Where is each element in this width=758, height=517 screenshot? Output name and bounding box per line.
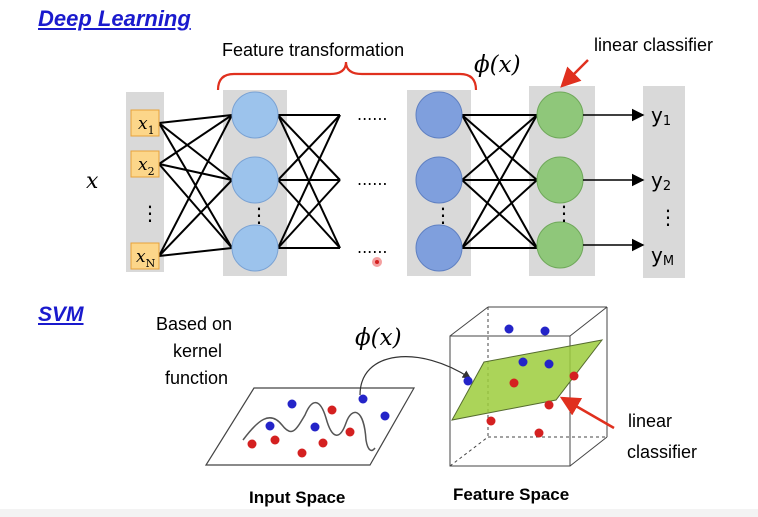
blue-point — [518, 357, 528, 367]
input-box-xN — [130, 242, 160, 270]
input-to-hidden-link — [158, 122, 233, 181]
phi-label-svm: ϕ(x) — [355, 325, 402, 351]
output-label-yM: yM — [651, 243, 674, 269]
input-vertical-ellipsis: ⋮ — [140, 201, 160, 225]
input-to-hidden-link — [158, 163, 233, 249]
input-to-hidden-link — [158, 247, 233, 257]
input-symbol-x: x — [86, 169, 99, 194]
hidden2-node-2 — [415, 156, 463, 204]
input-label-xN: xN — [136, 247, 156, 270]
hidden2-node-3 — [415, 224, 463, 272]
hidden1-node-3 — [231, 224, 279, 272]
input-label-x1: x1 — [138, 114, 155, 137]
hidden1-node-1 — [231, 91, 279, 139]
hidden2-node-1 — [415, 91, 463, 139]
output-node-3 — [536, 221, 584, 269]
hidden2-vertical-ellipsis: ⋮ — [433, 203, 453, 227]
input-space-points — [247, 394, 390, 458]
hidden-to-hidden-link — [277, 114, 341, 181]
hidden-to-output-link — [461, 179, 538, 249]
linear-classifier-label-top: linear classifier — [594, 35, 713, 55]
red-point — [534, 428, 544, 438]
kernel-label-line3: function — [165, 368, 228, 388]
output-vertical-ellipsis: ⋮ — [554, 201, 574, 225]
input-to-hidden-link — [158, 163, 233, 181]
input-to-hidden-link — [158, 179, 233, 257]
hidden1-node-2 — [231, 156, 279, 204]
output-node-2 — [536, 156, 584, 204]
input-space-label: Input Space — [249, 488, 345, 507]
hidden1-vertical-ellipsis: ⋮ — [249, 203, 269, 227]
output-label-y1: y1 — [651, 103, 671, 129]
red-point — [247, 439, 257, 449]
kernel-label-line1: Based on — [156, 314, 232, 334]
blue-point — [463, 376, 473, 386]
feature-space-cube — [449, 306, 608, 467]
output-vertical-ellipsis-labels: ⋮ — [658, 205, 678, 229]
hidden-to-hidden-link — [277, 114, 341, 249]
feature-space-label: Feature Space — [453, 485, 569, 504]
input-box-x2 — [130, 150, 160, 178]
layer-ellipsis-2: ...... — [357, 170, 388, 189]
input-to-hidden-link — [158, 114, 233, 257]
blue-point — [540, 326, 550, 336]
mapping-arrow — [359, 356, 472, 396]
red-point — [509, 378, 519, 388]
blue-point — [380, 411, 390, 421]
hidden-to-hidden-link — [277, 179, 341, 249]
kernel-label-line2: kernel — [173, 341, 222, 361]
linear-classifier-arrow-top — [560, 59, 589, 88]
feature-space-points — [463, 324, 579, 438]
blue-point — [310, 422, 320, 432]
output-node-1 — [536, 91, 584, 139]
blue-point — [287, 399, 297, 409]
linear-classifier-label-svm-2: classifier — [627, 442, 697, 462]
network-connections — [158, 114, 538, 257]
red-point — [544, 400, 554, 410]
red-point — [569, 371, 579, 381]
red-point — [486, 416, 496, 426]
input-box-x1 — [130, 109, 160, 137]
feature-transformation-label: Feature transformation — [222, 40, 404, 60]
linear-classifier-arrow-svm — [559, 396, 615, 430]
red-point — [345, 427, 355, 437]
linear-classifier-label-svm-1: linear — [628, 411, 672, 431]
cursor-pointer-core — [375, 260, 379, 264]
output-label-column — [643, 86, 685, 278]
bottom-bar — [0, 509, 758, 517]
blue-point — [265, 421, 275, 431]
input-space-decision-curve — [242, 401, 376, 452]
red-point — [270, 435, 280, 445]
layer-ellipsis-3: ...... — [357, 238, 388, 257]
output-label-y2: y2 — [651, 168, 671, 194]
input-space-plane — [204, 387, 416, 466]
hidden-to-output-link — [461, 114, 538, 249]
svm-title: SVM — [38, 303, 84, 326]
layer-ellipsis-1: ...... — [357, 105, 388, 124]
blue-point — [504, 324, 514, 334]
input-label-x2: x2 — [138, 155, 155, 178]
red-point — [318, 438, 328, 448]
red-point — [297, 448, 307, 458]
red-point — [327, 405, 337, 415]
input-to-hidden-link — [158, 114, 233, 165]
hidden-to-output-link — [461, 114, 538, 181]
blue-point — [358, 394, 368, 404]
feature-space-hyperplane — [451, 339, 604, 421]
phi-label-top: ϕ(x) — [474, 52, 521, 78]
input-to-hidden-link — [158, 114, 233, 124]
feature-transformation-brace — [216, 61, 478, 91]
blue-point — [544, 359, 554, 369]
deep-learning-title: Deep Learning — [38, 6, 191, 31]
